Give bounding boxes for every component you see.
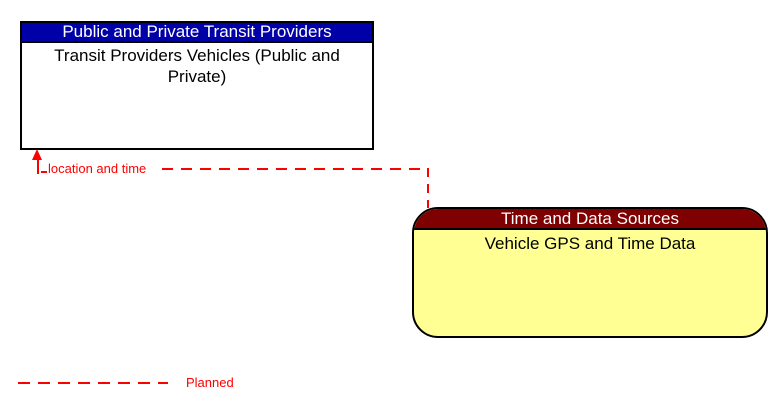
flow-arrowhead-icon [32,149,42,160]
flow-lead-dash [41,171,47,173]
flow-label[interactable]: location and time [48,161,147,176]
flow-arrow-stem [37,158,39,174]
entity-box-time-and-data-sources[interactable]: Time and Data Sources Vehicle GPS and Ti… [412,207,768,338]
entity-header: Public and Private Transit Providers [22,23,372,43]
flow-line-horizontal [162,168,429,170]
entity-header: Time and Data Sources [414,209,766,230]
entity-name: Transit Providers Vehicles (Public and P… [54,46,340,86]
entity-name: Vehicle GPS and Time Data [484,234,696,253]
entity-box-public-private-transit-providers[interactable]: Public and Private Transit Providers Tra… [20,21,374,150]
legend-label: Planned [186,375,234,390]
flow-line-vertical [427,168,429,208]
legend-line-planned [18,382,168,384]
